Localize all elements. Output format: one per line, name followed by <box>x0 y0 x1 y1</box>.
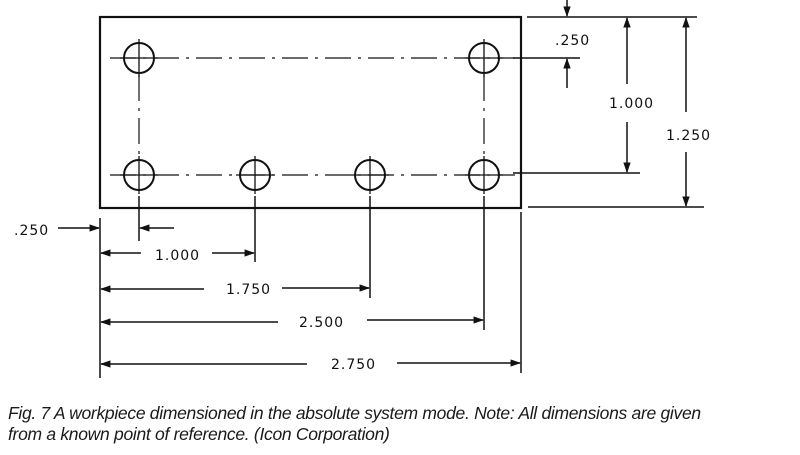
dim-hole-3-x <box>99 284 371 293</box>
hole-bottom-1 <box>120 156 158 194</box>
figure-caption: Fig. 7 A workpiece dimensioned in the ab… <box>8 403 798 445</box>
hole-bottom-4 <box>465 156 503 194</box>
centerlines <box>110 57 515 176</box>
label-hole-2-x: 1.000 <box>155 248 200 264</box>
label-overall-width: 2.750 <box>331 357 376 373</box>
hole-bottom-3 <box>351 156 389 194</box>
label-overall-height: 1.250 <box>666 128 711 144</box>
hole-top-left <box>120 39 158 77</box>
dim-overall-width <box>99 359 522 368</box>
right-extension-lines <box>513 16 704 208</box>
workpiece-drawing: .250 1.000 1.250 .250 1.000 1.750 2.500 … <box>14 0 711 378</box>
label-hole-4-x: 2.500 <box>299 315 344 331</box>
caption-line-2: from a known point of reference. (Icon C… <box>8 424 390 444</box>
hole-bottom-2 <box>236 156 274 194</box>
holes <box>120 39 503 194</box>
dim-hole-4-x <box>99 316 485 326</box>
hole-top-right <box>465 39 503 77</box>
label-left-offset: .250 <box>14 223 49 239</box>
workpiece-outline <box>98 15 523 210</box>
label-row-spacing: 1.000 <box>609 96 654 112</box>
label-hole-3-x: 1.750 <box>226 282 271 298</box>
label-top-offset: .250 <box>555 33 590 49</box>
bottom-extension-lines <box>99 196 522 378</box>
caption-line-1: Fig. 7 A workpiece dimensioned in the ab… <box>8 403 701 423</box>
